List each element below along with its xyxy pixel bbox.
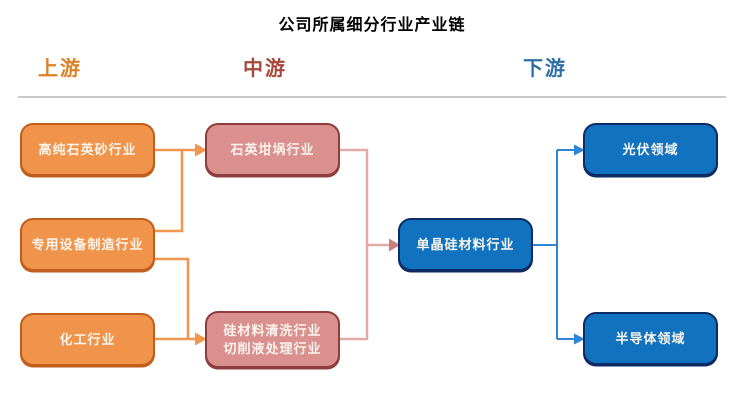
header-midstream: 中游	[243, 58, 287, 80]
node-monocrystalline-silicon-material: 单晶硅材料行业	[398, 218, 533, 271]
node-label: 高纯石英砂行业	[38, 141, 137, 157]
node-semiconductor-field: 半导体领域	[583, 312, 718, 365]
node-label: 化工行业	[59, 331, 116, 347]
node-high-purity-quartz-sand: 高纯石英砂行业	[20, 123, 155, 176]
diagram-title: 公司所属细分行业产业链	[278, 17, 466, 34]
node-quartz-crucible: 石英坩埚行业	[205, 123, 340, 176]
header-divider-line	[18, 96, 726, 98]
arrowhead-up1-to-mid1	[195, 143, 207, 157]
node-label: 半导体领域	[615, 330, 686, 346]
node-label: 单晶硅材料行业	[416, 236, 515, 252]
node-label-line2: 切削液处理行业	[223, 340, 322, 356]
node-special-equipment-manufacturing: 专用设备制造行业	[20, 218, 155, 271]
connector-up2-to-mid2	[155, 257, 190, 339]
node-label: 光伏领域	[622, 141, 679, 157]
node-label: 石英坩埚行业	[230, 141, 315, 157]
arrowhead-up3-to-mid2	[195, 332, 207, 346]
node-label: 专用设备制造行业	[31, 236, 144, 252]
node-silicon-cleaning-cutting-fluid: 硅材料清洗行业 切削液处理行业	[205, 311, 340, 368]
arrowhead-midstream-to-core	[389, 238, 400, 252]
node-label-line1: 硅材料清洗行业	[223, 322, 322, 338]
arrowhead-core-to-down1	[574, 144, 585, 156]
connector-up2-to-mid1	[155, 150, 184, 233]
header-upstream: 上游	[38, 58, 82, 80]
node-chemical-industry: 化工行业	[20, 313, 155, 366]
node-photovoltaic-field: 光伏领域	[583, 123, 718, 176]
connector-midstream-merge	[340, 148, 369, 341]
arrowhead-core-to-down2	[574, 333, 585, 345]
header-downstream: 下游	[523, 58, 567, 80]
